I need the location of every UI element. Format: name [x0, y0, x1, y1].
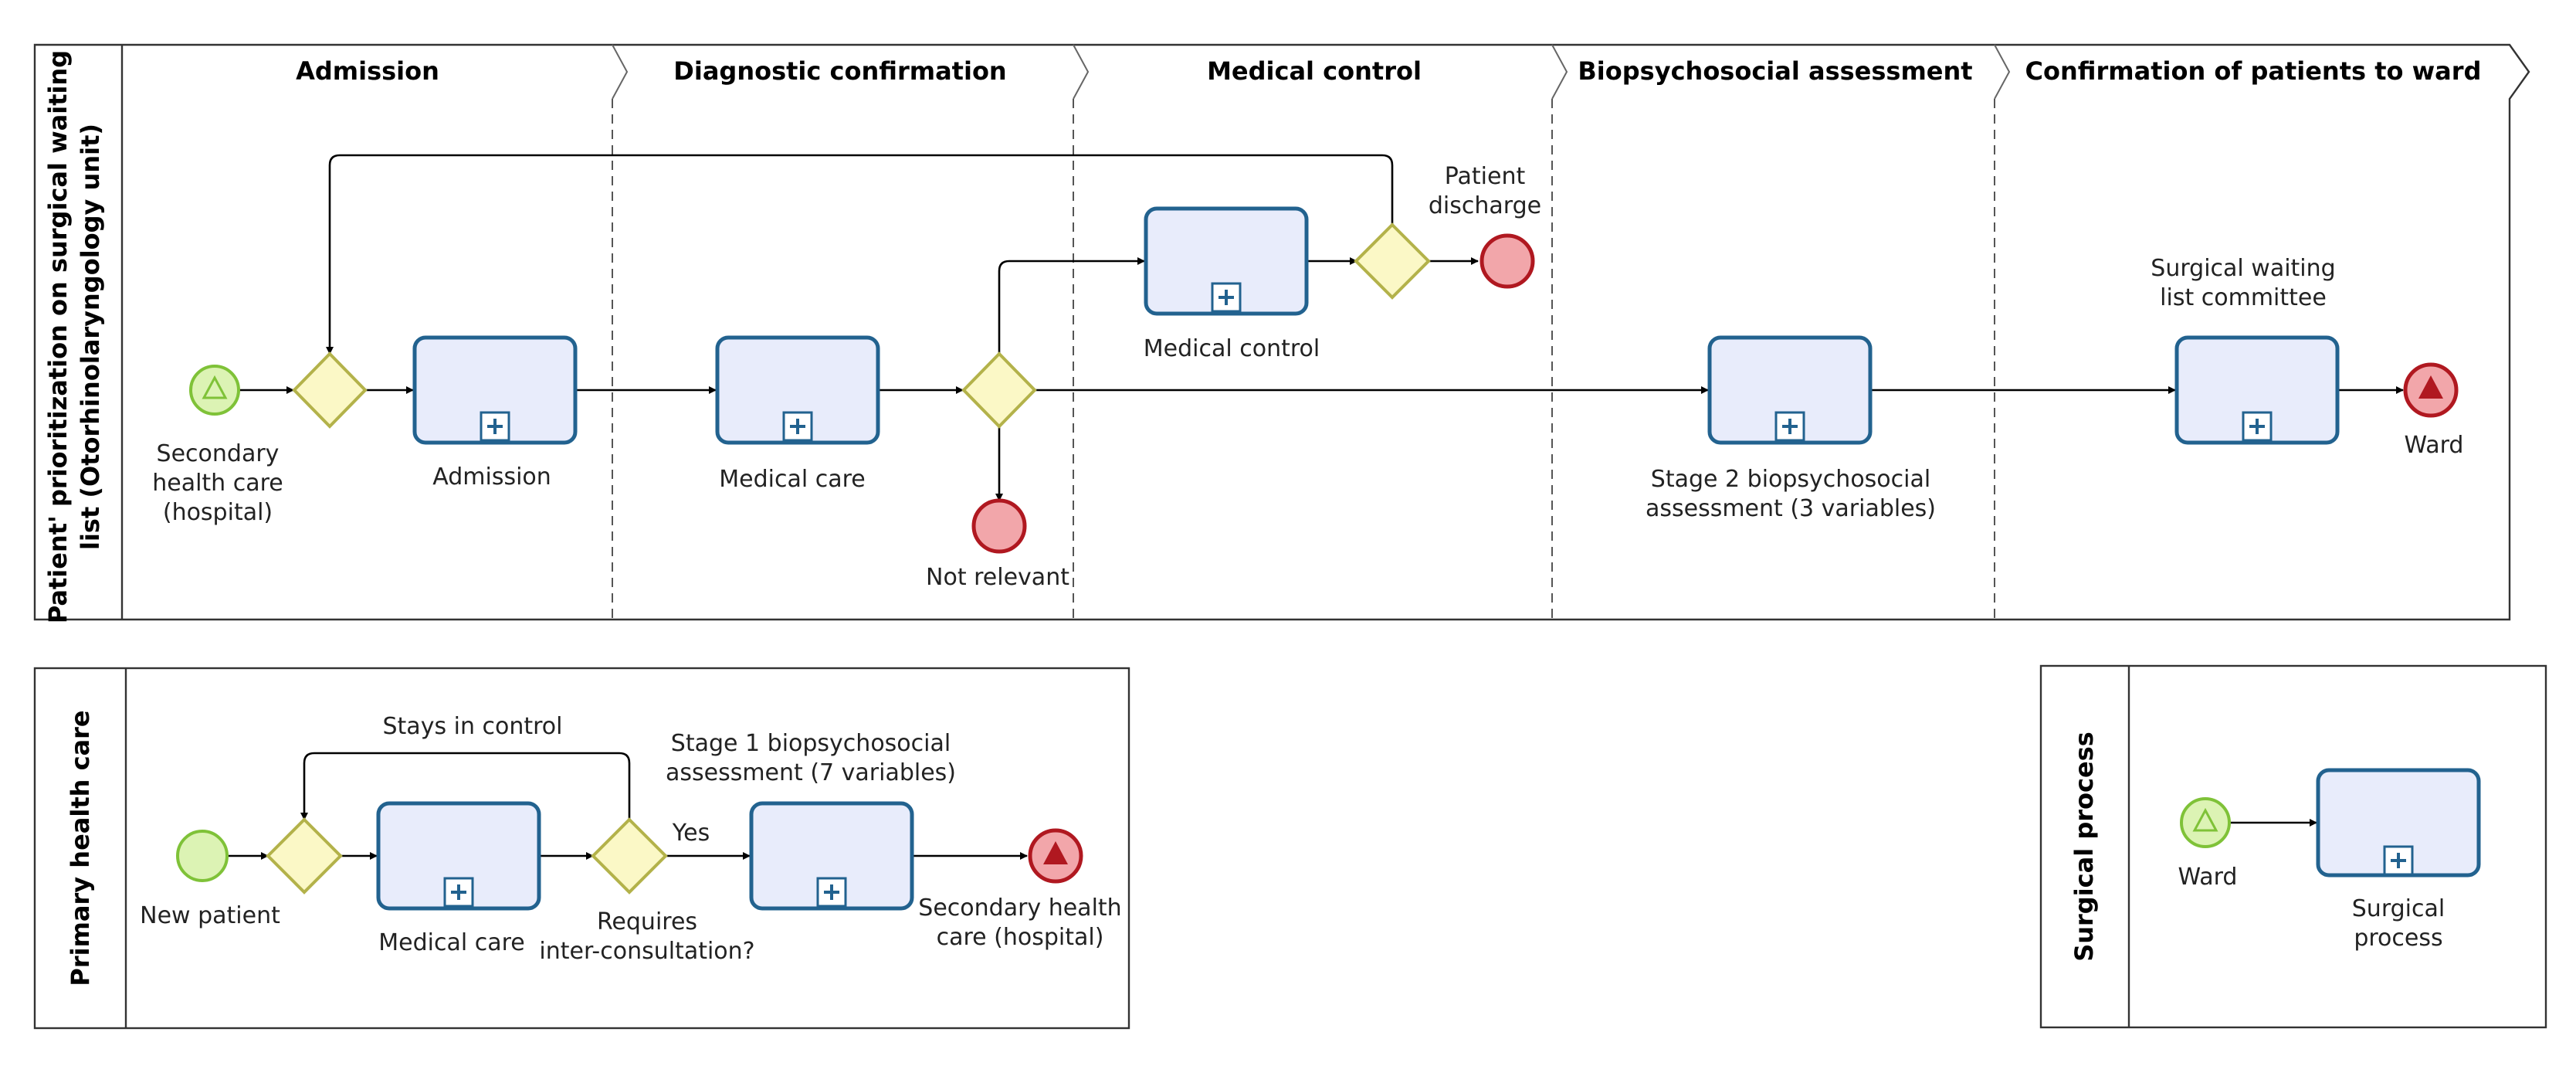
phase-title-diagnostic: Diagnostic confirmation: [673, 56, 1006, 86]
primary-nodes: [176, 801, 1083, 911]
label-start-secondary-2: health care: [152, 470, 283, 497]
label-requires-2: inter-consultation?: [539, 938, 754, 965]
label-stage1: Stage 1 biopsychosocial: [671, 730, 951, 757]
label-stage1-2: assessment (7 variables): [666, 759, 956, 786]
label-yes: Yes: [672, 820, 710, 847]
task-primary-medical-care[interactable]: [376, 801, 541, 911]
main-nodes: [189, 206, 2459, 554]
label-not-relevant: Not relevant: [926, 564, 1069, 591]
gateway-requires-interconsultation: [591, 817, 668, 895]
task-medical-control[interactable]: [1144, 206, 1309, 316]
phase-title-biopsychosocial: Biopsychosocial assessment: [1578, 56, 1972, 86]
main-pool-title: Patient' prioritization on surgical wait…: [43, 50, 73, 623]
surgical-labels: Ward Surgical process: [2178, 864, 2446, 952]
gateway-medical-control: [1354, 222, 1431, 300]
label-stage2: Stage 2 biopsychosocial: [1651, 466, 1930, 493]
label-start-secondary-3: (hospital): [163, 499, 273, 526]
label-committee: Surgical waiting: [2151, 255, 2335, 282]
end-event-not-relevant: [971, 498, 1027, 554]
end-event-triangle-icon: [2418, 375, 2443, 399]
main-labels: Secondary health care (hospital) Admissi…: [152, 163, 2463, 591]
task-stage2-assessment[interactable]: [1707, 335, 1873, 445]
label-patient-discharge: Patient: [1445, 163, 1526, 190]
label-secondary-care-2: care (hospital): [937, 924, 1104, 951]
label-surgical-process-2: process: [2354, 925, 2442, 952]
primary-pool-title: Primary health care: [66, 710, 95, 986]
start-event-new-patient: [176, 830, 229, 882]
end-event-triangle-icon: [1043, 841, 1068, 864]
label-start-secondary: Secondary: [157, 440, 280, 467]
label-committee-2: list committee: [2160, 284, 2327, 311]
start-event-triangle-icon: [2192, 807, 2218, 832]
main-pool: Patient' prioritization on surgical wait…: [33, 43, 2530, 623]
task-admission[interactable]: [412, 335, 578, 445]
task-stage1-assessment[interactable]: [749, 801, 914, 911]
start-event-ward: [2180, 797, 2231, 848]
start-event-triangle-icon: [202, 375, 228, 399]
label-secondary-care: Secondary health: [918, 895, 1121, 922]
label-surgical-ward: Ward: [2178, 864, 2238, 891]
label-medical-control: Medical control: [1144, 335, 1320, 362]
gateway-diagnostic: [961, 351, 1037, 429]
label-ward: Ward: [2405, 432, 2464, 459]
phase-title-confirmation: Confirmation of patients to ward: [2025, 56, 2482, 86]
label-primary-medical-care: Medical care: [378, 929, 524, 956]
label-new-patient: New patient: [140, 902, 280, 929]
label-admission: Admission: [432, 463, 551, 491]
label-stays-in-control: Stays in control: [383, 713, 563, 740]
label-surgical-process: Surgical: [2352, 895, 2445, 922]
surgical-nodes: [2180, 768, 2481, 878]
start-event-secondary-care: [189, 365, 240, 416]
main-pool-title-line2: list (Otorhinolaryngology unit): [76, 124, 105, 550]
main-flows: [239, 154, 2404, 501]
label-medical-care: Medical care: [719, 466, 865, 493]
phase-title-medical-control: Medical control: [1207, 56, 1422, 86]
label-patient-discharge-2: discharge: [1429, 192, 1541, 219]
task-medical-care[interactable]: [715, 335, 880, 445]
phase-title-admission: Admission: [296, 56, 439, 86]
surgical-pool-title: Surgical process: [2069, 732, 2099, 962]
gateway-admission: [292, 351, 368, 429]
task-surgical-committee[interactable]: [2174, 335, 2340, 445]
primary-flows: [228, 752, 1028, 860]
gateway-primary-loop: [266, 817, 343, 895]
end-event-patient-discharge: [1480, 233, 1535, 289]
primary-labels: New patient Stays in control Medical car…: [140, 713, 1122, 965]
label-requires: Requires: [597, 908, 697, 935]
label-stage2-2: assessment (3 variables): [1646, 495, 1936, 522]
task-surgical-process[interactable]: [2316, 768, 2481, 878]
